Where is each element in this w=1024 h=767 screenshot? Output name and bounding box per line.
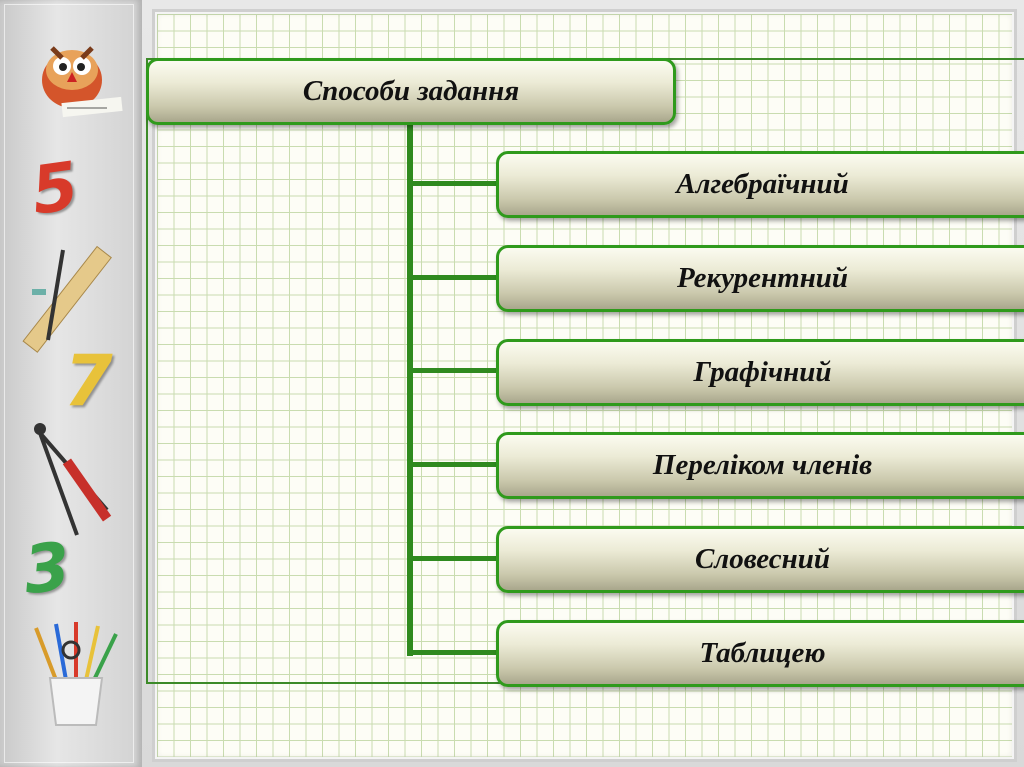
owl-icon	[42, 46, 123, 118]
node-verbal: Словесний	[496, 526, 1024, 593]
compass-icon	[34, 423, 112, 536]
tree-trunk-line	[407, 124, 413, 656]
digit-7: 7	[64, 340, 113, 422]
connector-line	[407, 368, 499, 373]
ruler-pencil-icon	[22, 245, 112, 353]
connector-line	[407, 556, 499, 561]
root-node: Способи задання	[146, 58, 676, 125]
node-recurrent: Рекурентний	[496, 245, 1024, 312]
node-tabular: Таблицею	[496, 620, 1024, 687]
connector-line	[407, 275, 499, 280]
node-enumeration: Переліком членів	[496, 432, 1024, 499]
connector-line	[407, 462, 499, 467]
digit-3: 3	[20, 527, 74, 610]
node-graphical: Графічний	[496, 339, 1024, 406]
connector-line	[407, 650, 499, 655]
connector-line	[407, 181, 499, 186]
node-algebraic: Алгебраїчний	[496, 151, 1024, 218]
left-decor-strip: 5 7 3	[0, 0, 142, 767]
pencil-cup-icon	[34, 622, 118, 726]
digit-5: 5	[26, 147, 84, 230]
